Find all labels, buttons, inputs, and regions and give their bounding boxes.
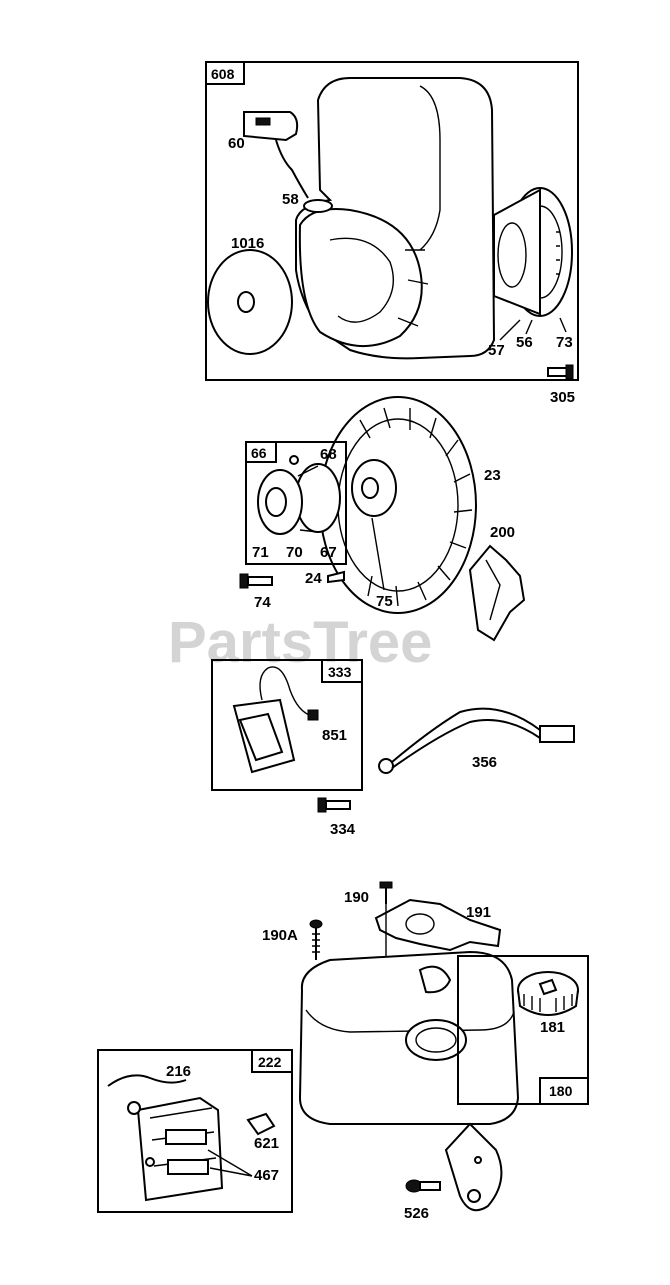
gasket-191 [374, 898, 502, 952]
key-24 [327, 570, 345, 584]
starter-clutch [257, 455, 341, 535]
group-66: 66 68 71 70 67 [245, 441, 347, 565]
part-label-74: 74 [254, 594, 271, 611]
part-label-191: 191 [466, 904, 491, 921]
group-box-66 [245, 441, 347, 565]
part-label-200: 200 [490, 524, 515, 541]
group-tag-608 [205, 61, 245, 85]
part-label-526: 526 [404, 1205, 429, 1222]
part-label-23: 23 [484, 467, 501, 484]
part-label-60: 60 [228, 135, 245, 152]
group-tag-180 [539, 1077, 589, 1105]
part-label-190: 190 [344, 889, 369, 906]
part-label-621: 621 [254, 1135, 279, 1152]
screw-334 [317, 797, 351, 813]
control-bracket [107, 1074, 224, 1202]
blower-housing [295, 77, 496, 360]
group-label-66: 66 [251, 445, 267, 461]
group-label-222: 222 [258, 1054, 282, 1070]
group-180: 180 181 [457, 955, 589, 1105]
group-box-222 [97, 1049, 293, 1213]
group-box-180 [457, 955, 589, 1105]
part-label-216: 216 [166, 1063, 191, 1080]
part-label-71: 71 [252, 544, 269, 561]
fuel-tank [298, 950, 520, 1212]
group-box-608 [205, 61, 579, 381]
group-tag-333 [321, 659, 363, 683]
part-label-305: 305 [550, 389, 575, 406]
part-label-75: 75 [376, 593, 393, 610]
part-label-467: 467 [254, 1167, 279, 1184]
part-label-190a: 190A [262, 927, 298, 944]
group-box-333 [211, 659, 363, 791]
part-label-56: 56 [516, 334, 533, 351]
part-label-70: 70 [286, 544, 303, 561]
group-tag-66 [245, 441, 277, 463]
part-label-334: 334 [330, 821, 356, 838]
part-label-181: 181 [540, 1019, 565, 1036]
group-tag-222 [251, 1049, 293, 1073]
air-vane-200 [468, 544, 526, 642]
group-label-608: 608 [211, 66, 235, 82]
part-label-67: 67 [320, 544, 337, 561]
part-label-356: 356 [472, 754, 497, 771]
rewind-starter [493, 187, 573, 317]
part-label-68: 68 [320, 446, 337, 463]
group-333: 333 851 [211, 659, 363, 791]
starter-handle [243, 111, 333, 213]
part-label-57: 57 [488, 342, 505, 359]
fuel-cap [517, 971, 579, 1016]
group-label-333: 333 [328, 664, 352, 680]
armature [232, 666, 319, 774]
screw-190 [379, 881, 393, 904]
part-label-1016: 1016 [231, 235, 264, 252]
part-label-73: 73 [556, 334, 573, 351]
screw-74 [239, 573, 273, 589]
starter-cup [207, 249, 293, 355]
ground-wire-356 [378, 707, 575, 774]
screw-526 [405, 1179, 441, 1193]
group-label-180: 180 [549, 1083, 573, 1099]
group-608: 608 60 58 1016 [205, 61, 579, 381]
clip-621 [246, 1112, 276, 1136]
screw-190a [309, 919, 323, 960]
watermark: PartsTree [168, 610, 432, 675]
part-label-24: 24 [305, 570, 322, 587]
screw-305 [547, 364, 574, 380]
group-222: 222 216 621 467 [97, 1049, 293, 1213]
part-label-58: 58 [282, 191, 299, 208]
part-label-851: 851 [322, 727, 347, 744]
